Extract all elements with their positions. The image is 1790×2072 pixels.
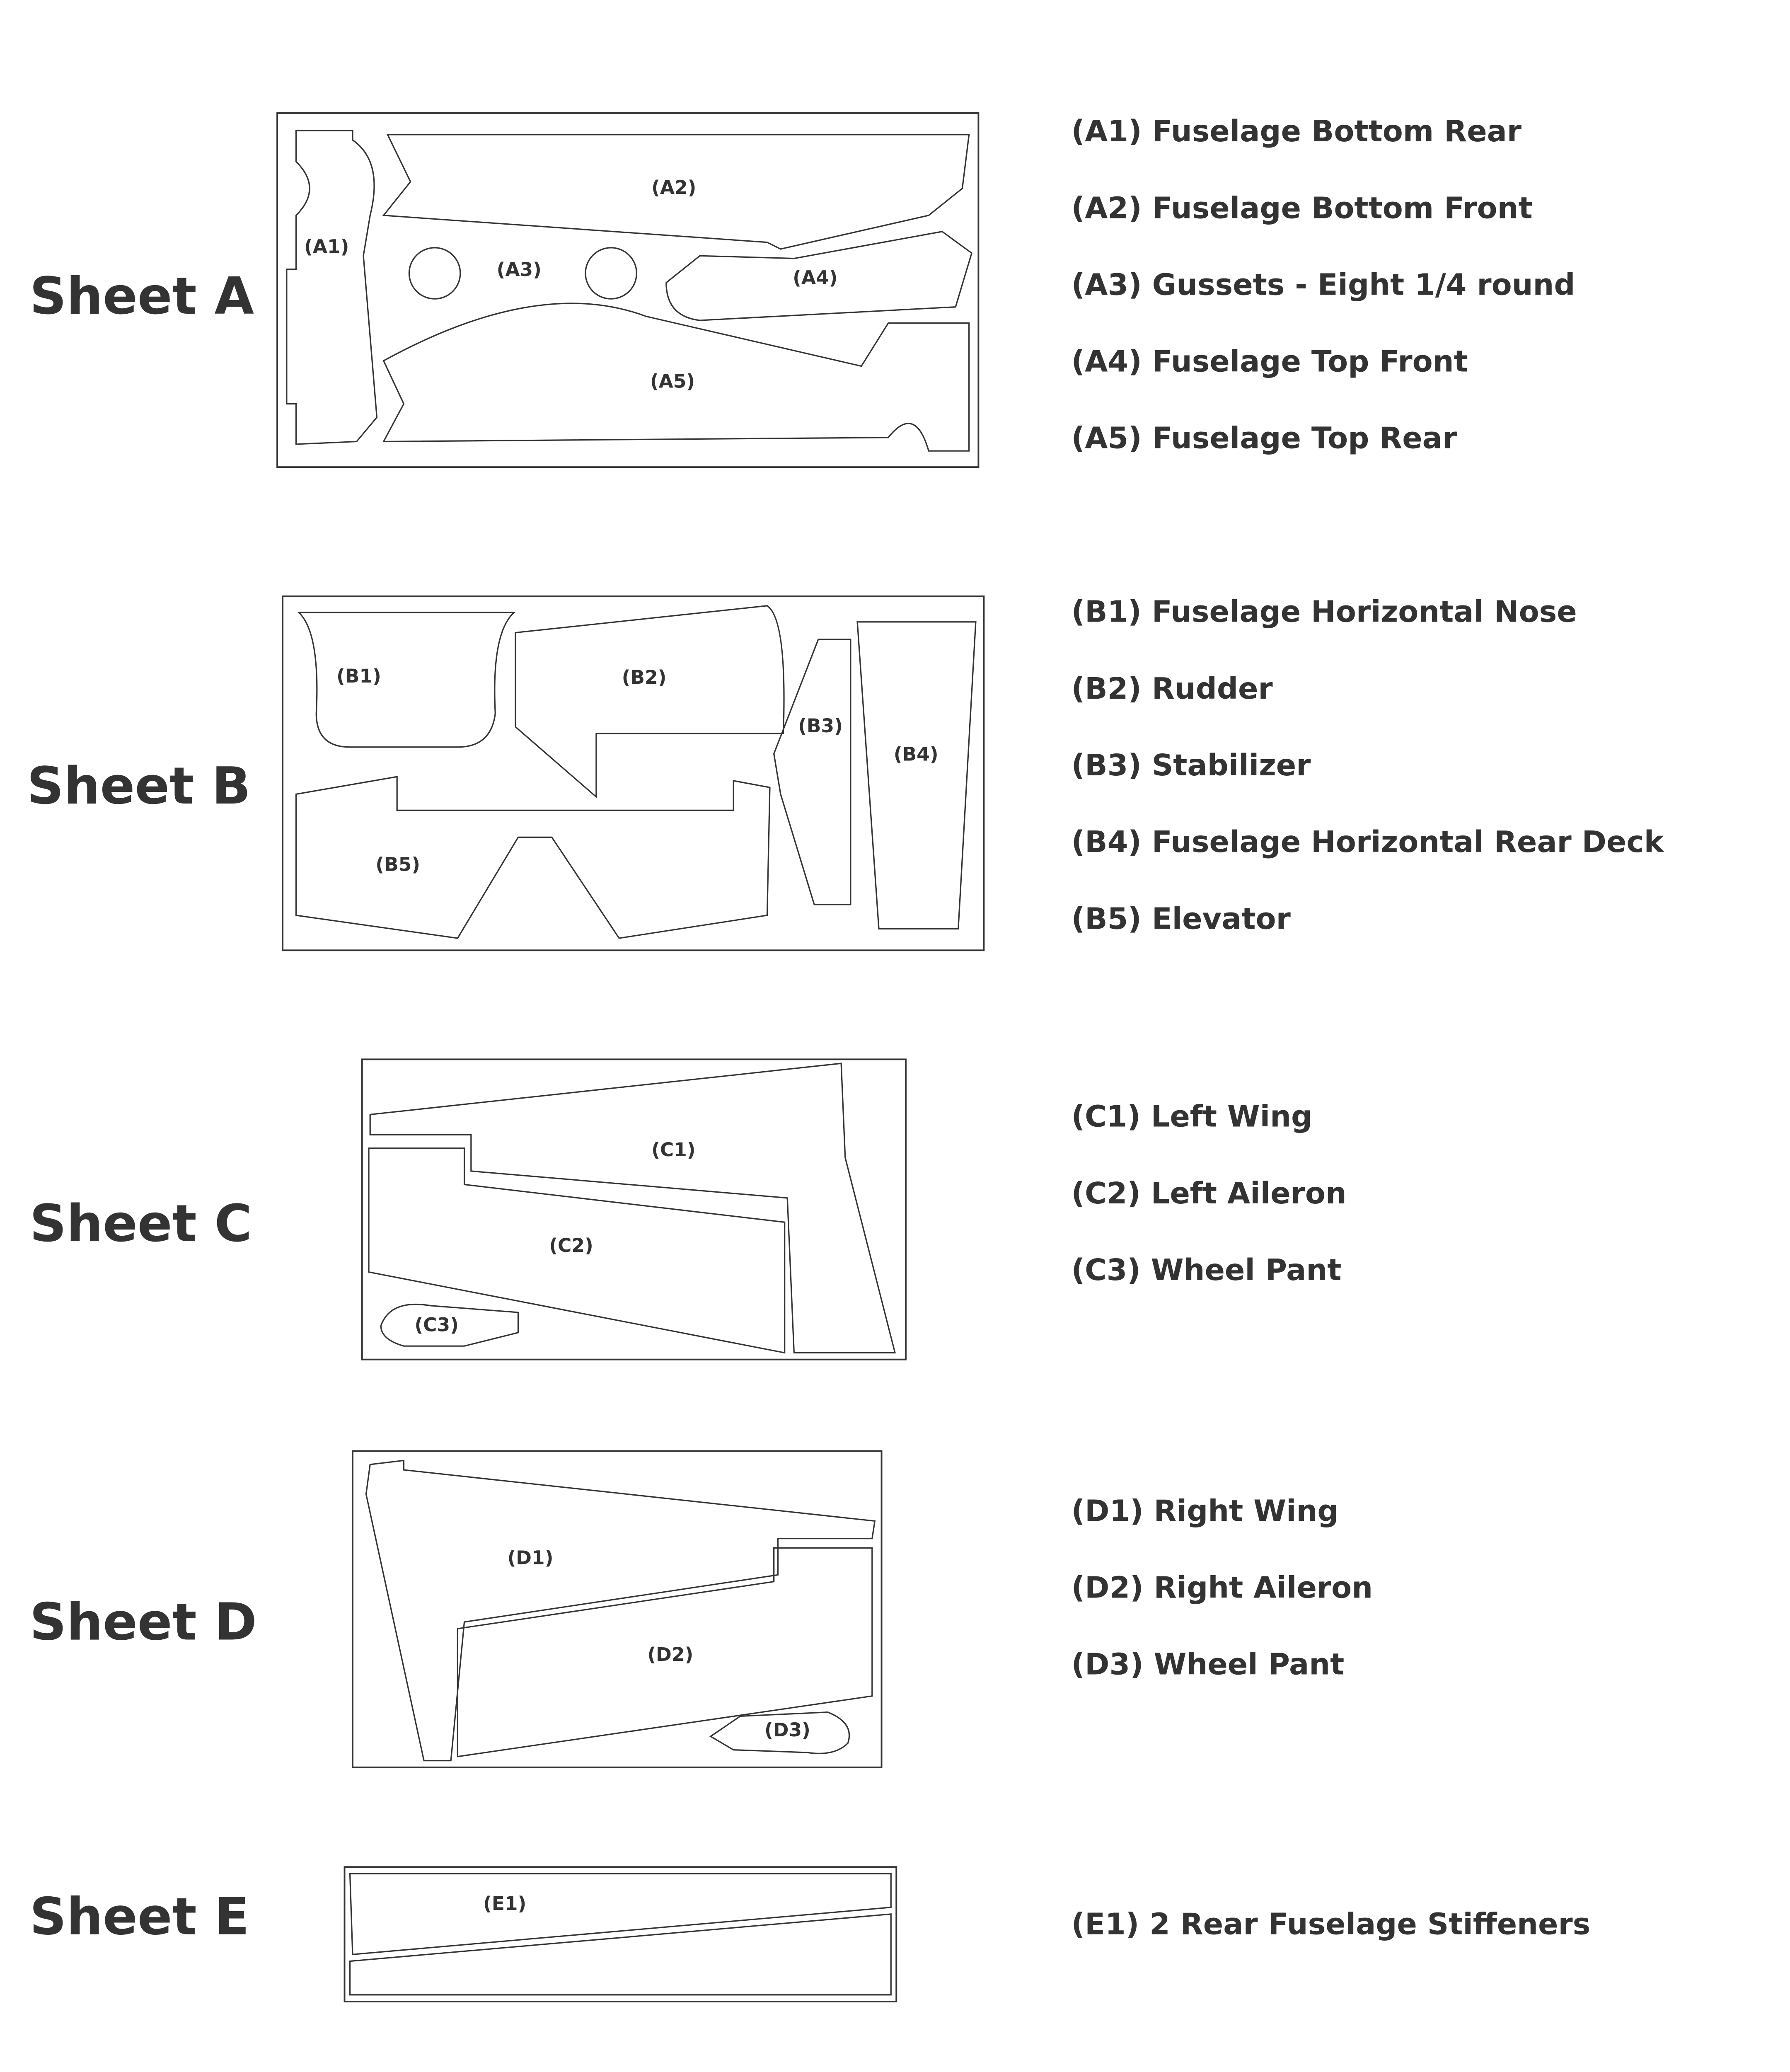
part-label-d3: (D3) [764,1719,810,1741]
legend-a4: (A4) Fuselage Top Front [1072,344,1468,379]
part-a2-outline [382,134,970,250]
sheet-c-title: Sheet C [29,1194,252,1254]
part-label-c1: (C1) [651,1139,696,1161]
part-label-a1: (A1) [304,236,349,258]
sheet-e-title: Sheet E [29,1887,249,1947]
part-label-d2: (D2) [647,1644,693,1665]
legend-c2: (C2) Left Aileron [1072,1176,1347,1210]
part-label-e1: (E1) [483,1893,526,1915]
legend-d2: (D2) Right Aileron [1072,1571,1373,1605]
sheet-d: Sheet D (D1) (D2) (D3) (D1) Right Wing (… [29,1450,1373,1768]
part-a1-outline [286,130,378,445]
sheet-c-panel [361,1058,907,1360]
legend-d1: (D1) Right Wing [1072,1493,1339,1528]
part-label-a2: (A2) [651,177,696,198]
part-b2-outline [515,605,785,799]
sheet-a-title: Sheet A [29,266,254,326]
legend-a2: (A2) Fuselage Bottom Front [1072,191,1533,225]
legend-b2: (B2) Rudder [1072,671,1273,706]
sheet-e-panel [343,1866,897,2002]
part-e1-stiffener [349,1873,892,1956]
legend-b3: (B3) Stabilizer [1072,748,1311,782]
part-c2-outline [368,1147,786,1354]
part-a3-gusset [585,247,637,300]
legend-d3: (D3) Wheel Pant [1072,1647,1345,1682]
part-b3-outline [773,639,851,905]
sheet-d-title: Sheet D [29,1592,257,1652]
part-d2-outline [457,1547,873,1757]
legend-b1: (B1) Fuselage Horizontal Nose [1072,595,1577,629]
part-c3-outline [380,1303,519,1347]
sheet-a-panel [276,112,980,468]
legend-b4: (B4) Fuselage Horizontal Rear Deck [1072,825,1664,859]
part-label-c3: (C3) [414,1314,459,1336]
part-label-c2: (C2) [549,1234,593,1256]
part-label-b5: (B5) [375,854,420,876]
part-label-a3: (A3) [497,259,542,281]
part-d3-outline [709,1711,850,1754]
part-label-b4: (B4) [894,743,939,765]
part-label-b2: (B2) [622,666,667,688]
part-a3-gusset [408,247,461,300]
sheet-c: Sheet C (C1) (C2) (C3) (C1) Left Wing (C… [29,1058,1347,1360]
legend-c1: (C1) Left Wing [1072,1099,1313,1134]
part-b1-outline [297,612,516,748]
sheet-b-title: Sheet B [27,756,251,816]
part-label-a4: (A4) [793,266,837,288]
part-c1-outline [369,1063,896,1354]
part-label-b3: (B3) [798,715,843,737]
part-e1-stiffener [349,1913,892,1996]
part-a4-outline [665,231,973,321]
part-label-d1: (D1) [508,1547,554,1569]
part-a5-outline [382,303,970,452]
part-b5-outline [295,776,771,939]
sheet-a: Sheet A (A1) (A2) (A3) (A4) (A5) (A1) Fu… [29,112,1575,468]
legend-c3: (C3) Wheel Pant [1072,1253,1342,1287]
part-label-b1: (B1) [336,665,381,687]
sheet-b-panel [282,595,985,951]
sheet-e: Sheet E (E1) (E1) 2 Rear Fuselage Stiffe… [29,1866,1591,2002]
legend-e1: (E1) 2 Rear Fuselage Stiffeners [1072,1907,1591,1941]
legend-b5: (B5) Elevator [1072,901,1291,936]
legend-a1: (A1) Fuselage Bottom Rear [1072,114,1522,148]
part-label-a5: (A5) [650,370,695,392]
part-d1-outline [365,1460,876,1762]
part-b4-outline [856,621,977,929]
legend-a3: (A3) Gussets - Eight 1/4 round [1072,267,1575,302]
sheet-b: Sheet B (B1) (B2) (B3) (B4) (B5) (B1) Fu… [27,595,1664,951]
sheet-d-panel [352,1450,883,1768]
legend-a5: (A5) Fuselage Top Rear [1072,421,1457,455]
